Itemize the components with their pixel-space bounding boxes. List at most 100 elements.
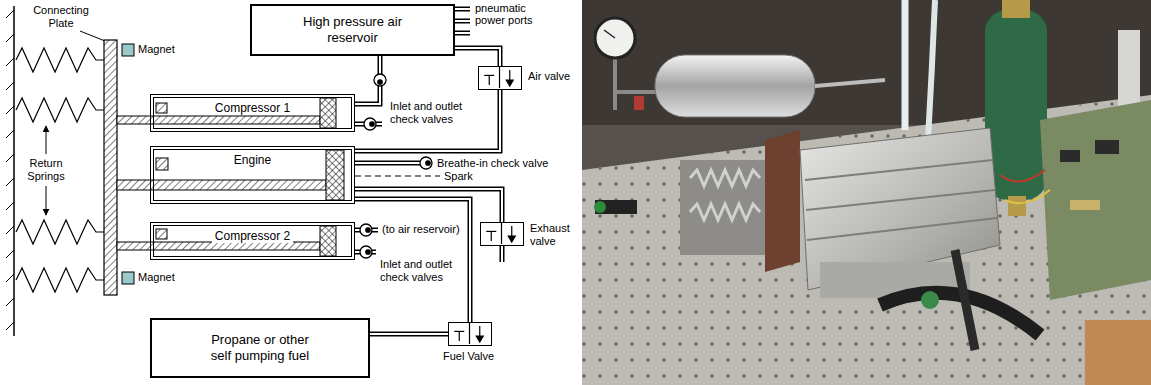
photo xyxy=(582,95,1151,385)
check-valve xyxy=(420,157,432,169)
callout-label: pneumatic power ports xyxy=(475,2,533,26)
photo xyxy=(615,90,660,94)
valve-label: Air valve xyxy=(528,70,570,83)
valve-arrow xyxy=(506,80,513,86)
valve-divider xyxy=(499,67,500,88)
photo xyxy=(985,10,1047,200)
component-label: Propane or other self pumping fuel xyxy=(200,332,320,364)
seal xyxy=(156,103,168,239)
leader-arrow xyxy=(46,31,105,215)
component-label: Compressor 1 xyxy=(212,102,293,115)
pipe-outline xyxy=(355,189,502,222)
check-valve xyxy=(364,118,376,130)
callout-label: Spark xyxy=(444,170,473,183)
pipe-connector xyxy=(370,334,448,335)
valve-symbol: Exhaust valve xyxy=(480,222,524,246)
pipe-connector xyxy=(355,90,500,151)
seal xyxy=(156,229,167,239)
valve-symbol xyxy=(486,223,515,244)
pipe-bore xyxy=(370,333,448,335)
valve-port xyxy=(489,75,490,85)
photo xyxy=(595,18,635,58)
callout-label: (to air reservoir) xyxy=(382,223,460,236)
photo xyxy=(680,160,770,255)
engine-cylinder: Engine xyxy=(150,146,355,204)
callout-label: Inlet and outlet check valves xyxy=(380,258,460,284)
check-valve xyxy=(378,80,382,84)
seal xyxy=(156,158,168,170)
connecting-plate xyxy=(104,40,117,295)
leader-arrow xyxy=(80,31,105,41)
photo xyxy=(1008,196,1026,216)
callout-label: Inlet and outlet check valves xyxy=(390,100,470,126)
return-spring xyxy=(16,48,104,292)
compressor-cylinder: Compressor 2 xyxy=(150,222,355,260)
valve-label: Fuel Valve xyxy=(443,350,494,363)
valve-arrow xyxy=(479,326,480,337)
valve-symbol: Air valve xyxy=(478,66,522,90)
piston-rod xyxy=(117,116,326,250)
valve-port xyxy=(486,231,496,232)
valve-symbol xyxy=(484,67,513,88)
valve-symbol: Fuel Valve xyxy=(448,322,492,346)
photo xyxy=(928,0,935,140)
wall xyxy=(13,6,15,336)
photo xyxy=(765,130,800,272)
pipe-outline xyxy=(455,48,500,66)
valve-arrow xyxy=(511,226,512,237)
check-valve xyxy=(374,74,386,86)
callout-label: Magnet xyxy=(138,43,175,56)
piston-rod xyxy=(117,116,320,124)
photo xyxy=(1070,200,1100,210)
photo xyxy=(1040,100,1151,300)
valve-port xyxy=(459,331,460,341)
valve-divider xyxy=(469,323,470,344)
callout-label: Connecting Plate xyxy=(28,4,94,30)
compressor-cylinder: Compressor 1 xyxy=(150,94,355,132)
piston xyxy=(320,226,336,256)
valve-port xyxy=(484,75,494,76)
piston-rod xyxy=(117,242,320,250)
callout-label: Return Springs xyxy=(18,157,74,183)
photo xyxy=(595,200,637,214)
valve-divider xyxy=(501,223,502,244)
photo xyxy=(604,30,615,38)
return-spring xyxy=(16,98,104,122)
photo xyxy=(655,55,815,117)
piston xyxy=(320,98,344,256)
pipe-bore xyxy=(355,189,502,222)
component-label: High pressure air reservoir xyxy=(303,14,403,46)
valve-symbol xyxy=(449,323,490,344)
check-valve xyxy=(360,224,372,236)
photo xyxy=(880,293,1040,335)
photo xyxy=(582,0,1151,385)
valve-arrow xyxy=(509,70,510,81)
return-spring xyxy=(16,220,104,244)
valve-port xyxy=(491,231,492,241)
pipe-bore xyxy=(455,48,500,66)
check-valve xyxy=(426,161,430,165)
check-valve xyxy=(360,246,372,258)
photo xyxy=(805,160,997,240)
photo xyxy=(582,0,1151,385)
leader-arrow xyxy=(46,126,47,154)
pipe-connector xyxy=(355,199,470,322)
leader-arrow xyxy=(46,186,47,215)
photo xyxy=(1002,0,1030,18)
pipe-bore xyxy=(355,199,470,322)
return-spring xyxy=(16,48,104,72)
piston xyxy=(326,150,344,200)
photo xyxy=(902,0,909,130)
check-valve xyxy=(370,122,374,126)
photo xyxy=(921,291,939,309)
pipe-bore xyxy=(355,90,500,151)
photo xyxy=(613,58,617,110)
seal xyxy=(156,103,167,113)
wall xyxy=(6,6,14,336)
photo xyxy=(1085,320,1151,385)
photo xyxy=(1095,140,1119,154)
reservoir-box: High pressure air reservoir xyxy=(250,4,455,56)
